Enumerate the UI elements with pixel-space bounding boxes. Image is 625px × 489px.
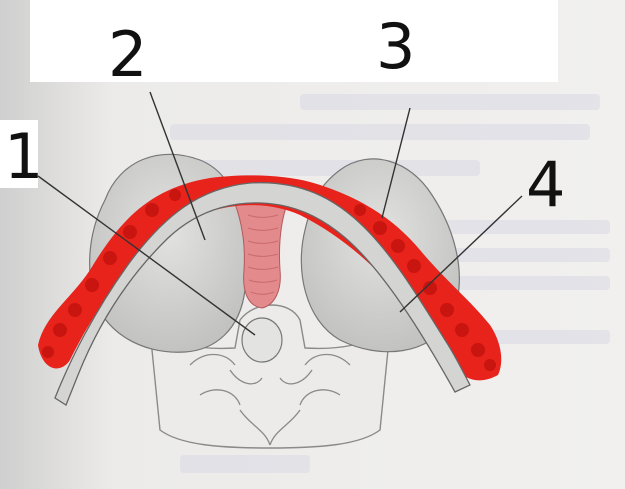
label-3-text: 3	[376, 10, 415, 83]
pink-fissure-ridges	[247, 214, 279, 295]
leader-line-2	[149, 91, 206, 241]
red-tissue-bumps	[42, 189, 496, 371]
central-knob	[241, 317, 283, 363]
label-4-text: 4	[526, 148, 565, 221]
label-1-text: 1	[4, 120, 43, 193]
label-2-text: 2	[108, 18, 147, 91]
leader-line-4	[399, 195, 523, 313]
label-panel	[30, 0, 558, 82]
leader-line-1	[37, 175, 256, 336]
label-1-box	[0, 120, 38, 188]
brainstem-folds	[189, 353, 351, 446]
leader-lines	[37, 91, 523, 336]
leader-line-3	[381, 107, 411, 219]
